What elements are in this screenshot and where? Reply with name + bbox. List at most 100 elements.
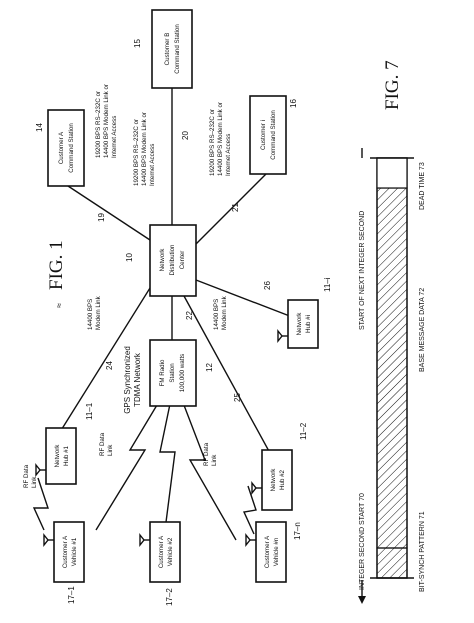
rf-link-fm-to-veh2 (159, 403, 176, 531)
custB-cmd-line1: Customer B (164, 33, 171, 66)
rf-data-link-label-2: RF Data Link (99, 432, 114, 456)
custB-cmd-ref: 15 (133, 39, 142, 48)
custA-cmd-box (47, 109, 85, 187)
hubI-box (287, 299, 319, 349)
rf-link-fm-to-vehn (181, 399, 237, 541)
customer-a-vehicle-n: Customer A Vehicle #n 17–n (245, 521, 302, 583)
rf3-line1: RF Data (203, 442, 210, 466)
link-26-line (195, 279, 301, 321)
customer-b-command-station: Customer B Command Station 15 (133, 9, 193, 89)
fm-radio-station: FM Radio Station 100,000 watts 12 (149, 339, 214, 407)
l24-line1: 14400 BPS (87, 299, 94, 330)
hub2-ref: 11–2 (299, 422, 308, 440)
l19-line2: 14400 BPS Modem Link or (103, 84, 110, 158)
vehN-box (255, 521, 287, 583)
fig7-bit-synch-segment (376, 547, 408, 579)
fig7-base-message-segment (376, 187, 408, 549)
l26-ref: 26 (263, 281, 272, 290)
l24-line2: Modem Link (95, 295, 102, 330)
fig7-integer-second-start: INTEGER SECOND START 70 (359, 493, 366, 590)
fm-label-line3: 100,000 watts (179, 354, 186, 393)
fig7-base-message-label: BASE MESSAGE DATA 72 (419, 288, 426, 372)
rf-data-link-label-1: RF Data Link (23, 464, 38, 488)
custI-cmd-ref: 16 (289, 99, 298, 108)
fig1-ref-mark: ≈ (54, 303, 64, 308)
l20-line3: Internet Access (149, 144, 156, 186)
vehN-line2: Vehicle #n (273, 537, 280, 566)
network-hub-i: Network Hub #i 11–i (277, 277, 332, 349)
veh2-line2: Vehicle #2 (167, 537, 174, 566)
l25-line1: 14400 BPS (213, 299, 220, 330)
l24-ref: 24 (105, 361, 114, 370)
custA-cmd-line2: Command Station (68, 123, 75, 173)
fig7-timing-diagram (358, 148, 414, 604)
custB-cmd-line2: Command Station (174, 24, 181, 74)
custA-cmd-line1: Customer A (58, 131, 65, 164)
rf3-line2: Link (211, 454, 218, 466)
ndc-label-line2: Distribution (169, 244, 176, 276)
hubI-line1: Network (296, 312, 303, 336)
fig7-dead-time-segment (376, 157, 408, 189)
rf2-line1: RF Data (99, 432, 106, 456)
tdma-line1: GPS Synchronized (123, 346, 132, 414)
hub2-box (261, 449, 293, 511)
veh1-box (53, 521, 85, 583)
link-19-label: 19200 BPS RS–232C or 14400 BPS Modem Lin… (95, 84, 118, 158)
customer-a-vehicle-2: Customer A Vehicle #2 17–2 (139, 521, 181, 606)
rf-link-fm-to-veh1 (95, 399, 161, 531)
rf2-line2: Link (107, 444, 114, 456)
hub1-line2: Hub #1 (63, 445, 70, 466)
hub2-antenna-icon (251, 481, 257, 495)
tdma-label: GPS Synchronized TDMA Network (123, 346, 142, 414)
custI-cmd-line1: Customer i (260, 120, 267, 150)
ndc-box (149, 224, 197, 297)
connection-lines (32, 88, 301, 541)
veh1-line2: Vehicle #1 (71, 537, 78, 566)
l20-line1: 19200 BPS RS–232C or (133, 119, 140, 186)
veh1-ref: 17–1 (67, 586, 76, 604)
rf1-line2: Link (31, 476, 38, 488)
hubI-line2: Hub #i (305, 315, 312, 333)
ndc-label-line1: Network (159, 248, 166, 272)
rf-data-link-label-3: RF Data Link (203, 442, 218, 466)
hub2-line2: Hub #2 (279, 469, 286, 490)
l25-ref: 25 (233, 393, 242, 402)
hub1-ref: 11–1 (85, 402, 94, 420)
network-hub-1: Network Hub #1 11–1 (35, 402, 94, 485)
fm-ref: 12 (205, 363, 214, 372)
l20-ref: 20 (181, 131, 190, 140)
veh1-antenna-icon (43, 533, 49, 547)
custI-cmd-box (249, 95, 287, 175)
tdma-line2: TDMA Network (133, 352, 142, 407)
veh2-ref: 17–2 (165, 588, 174, 606)
link-25-label: 14400 BPS Modem Link (213, 295, 228, 330)
link-24-line (59, 287, 151, 433)
network-hub-2: Network Hub #2 11–2 (251, 422, 308, 511)
l22-ref: 22 (185, 311, 194, 320)
hubI-antenna-icon (277, 329, 283, 343)
customer-i-command-station: Customer i Command Station 16 (249, 95, 298, 175)
hub1-box (45, 427, 77, 485)
l21-line2: 14400 BPS Modem Link or (217, 102, 224, 176)
customer-a-command-station: Customer A Command Station 14 (35, 109, 85, 187)
link-25-line (183, 295, 277, 465)
custI-cmd-line2: Command Station (270, 110, 277, 160)
l21-ref: 21 (231, 203, 240, 212)
custB-cmd-box (151, 9, 193, 89)
l25-line2: Modem Link (221, 295, 228, 330)
veh2-line1: Customer A (158, 535, 165, 568)
hubI-ref: 11–i (323, 277, 332, 292)
fm-label-line1: FM Radio (159, 359, 166, 386)
fig7-bit-synch-label: BIT-SYNCH PATTERN 71 (419, 511, 426, 592)
ndc-label-line3: Center (179, 251, 186, 270)
link-20-label: 19200 BPS RS–232C or 14400 BPS Modem Lin… (133, 112, 156, 186)
fig1-title: FIG. 1 (46, 240, 67, 290)
fm-box (149, 339, 197, 407)
l19-ref: 19 (97, 213, 106, 222)
fig7-start-next-second: START OF NEXT INTEGER SECOND (359, 211, 366, 330)
fig7-title: FIG. 7 (382, 60, 403, 110)
vehN-ref: 17–n (293, 522, 302, 540)
rf-link-hub2-to-vehn (242, 485, 257, 535)
vehN-line1: Customer A (264, 535, 271, 568)
